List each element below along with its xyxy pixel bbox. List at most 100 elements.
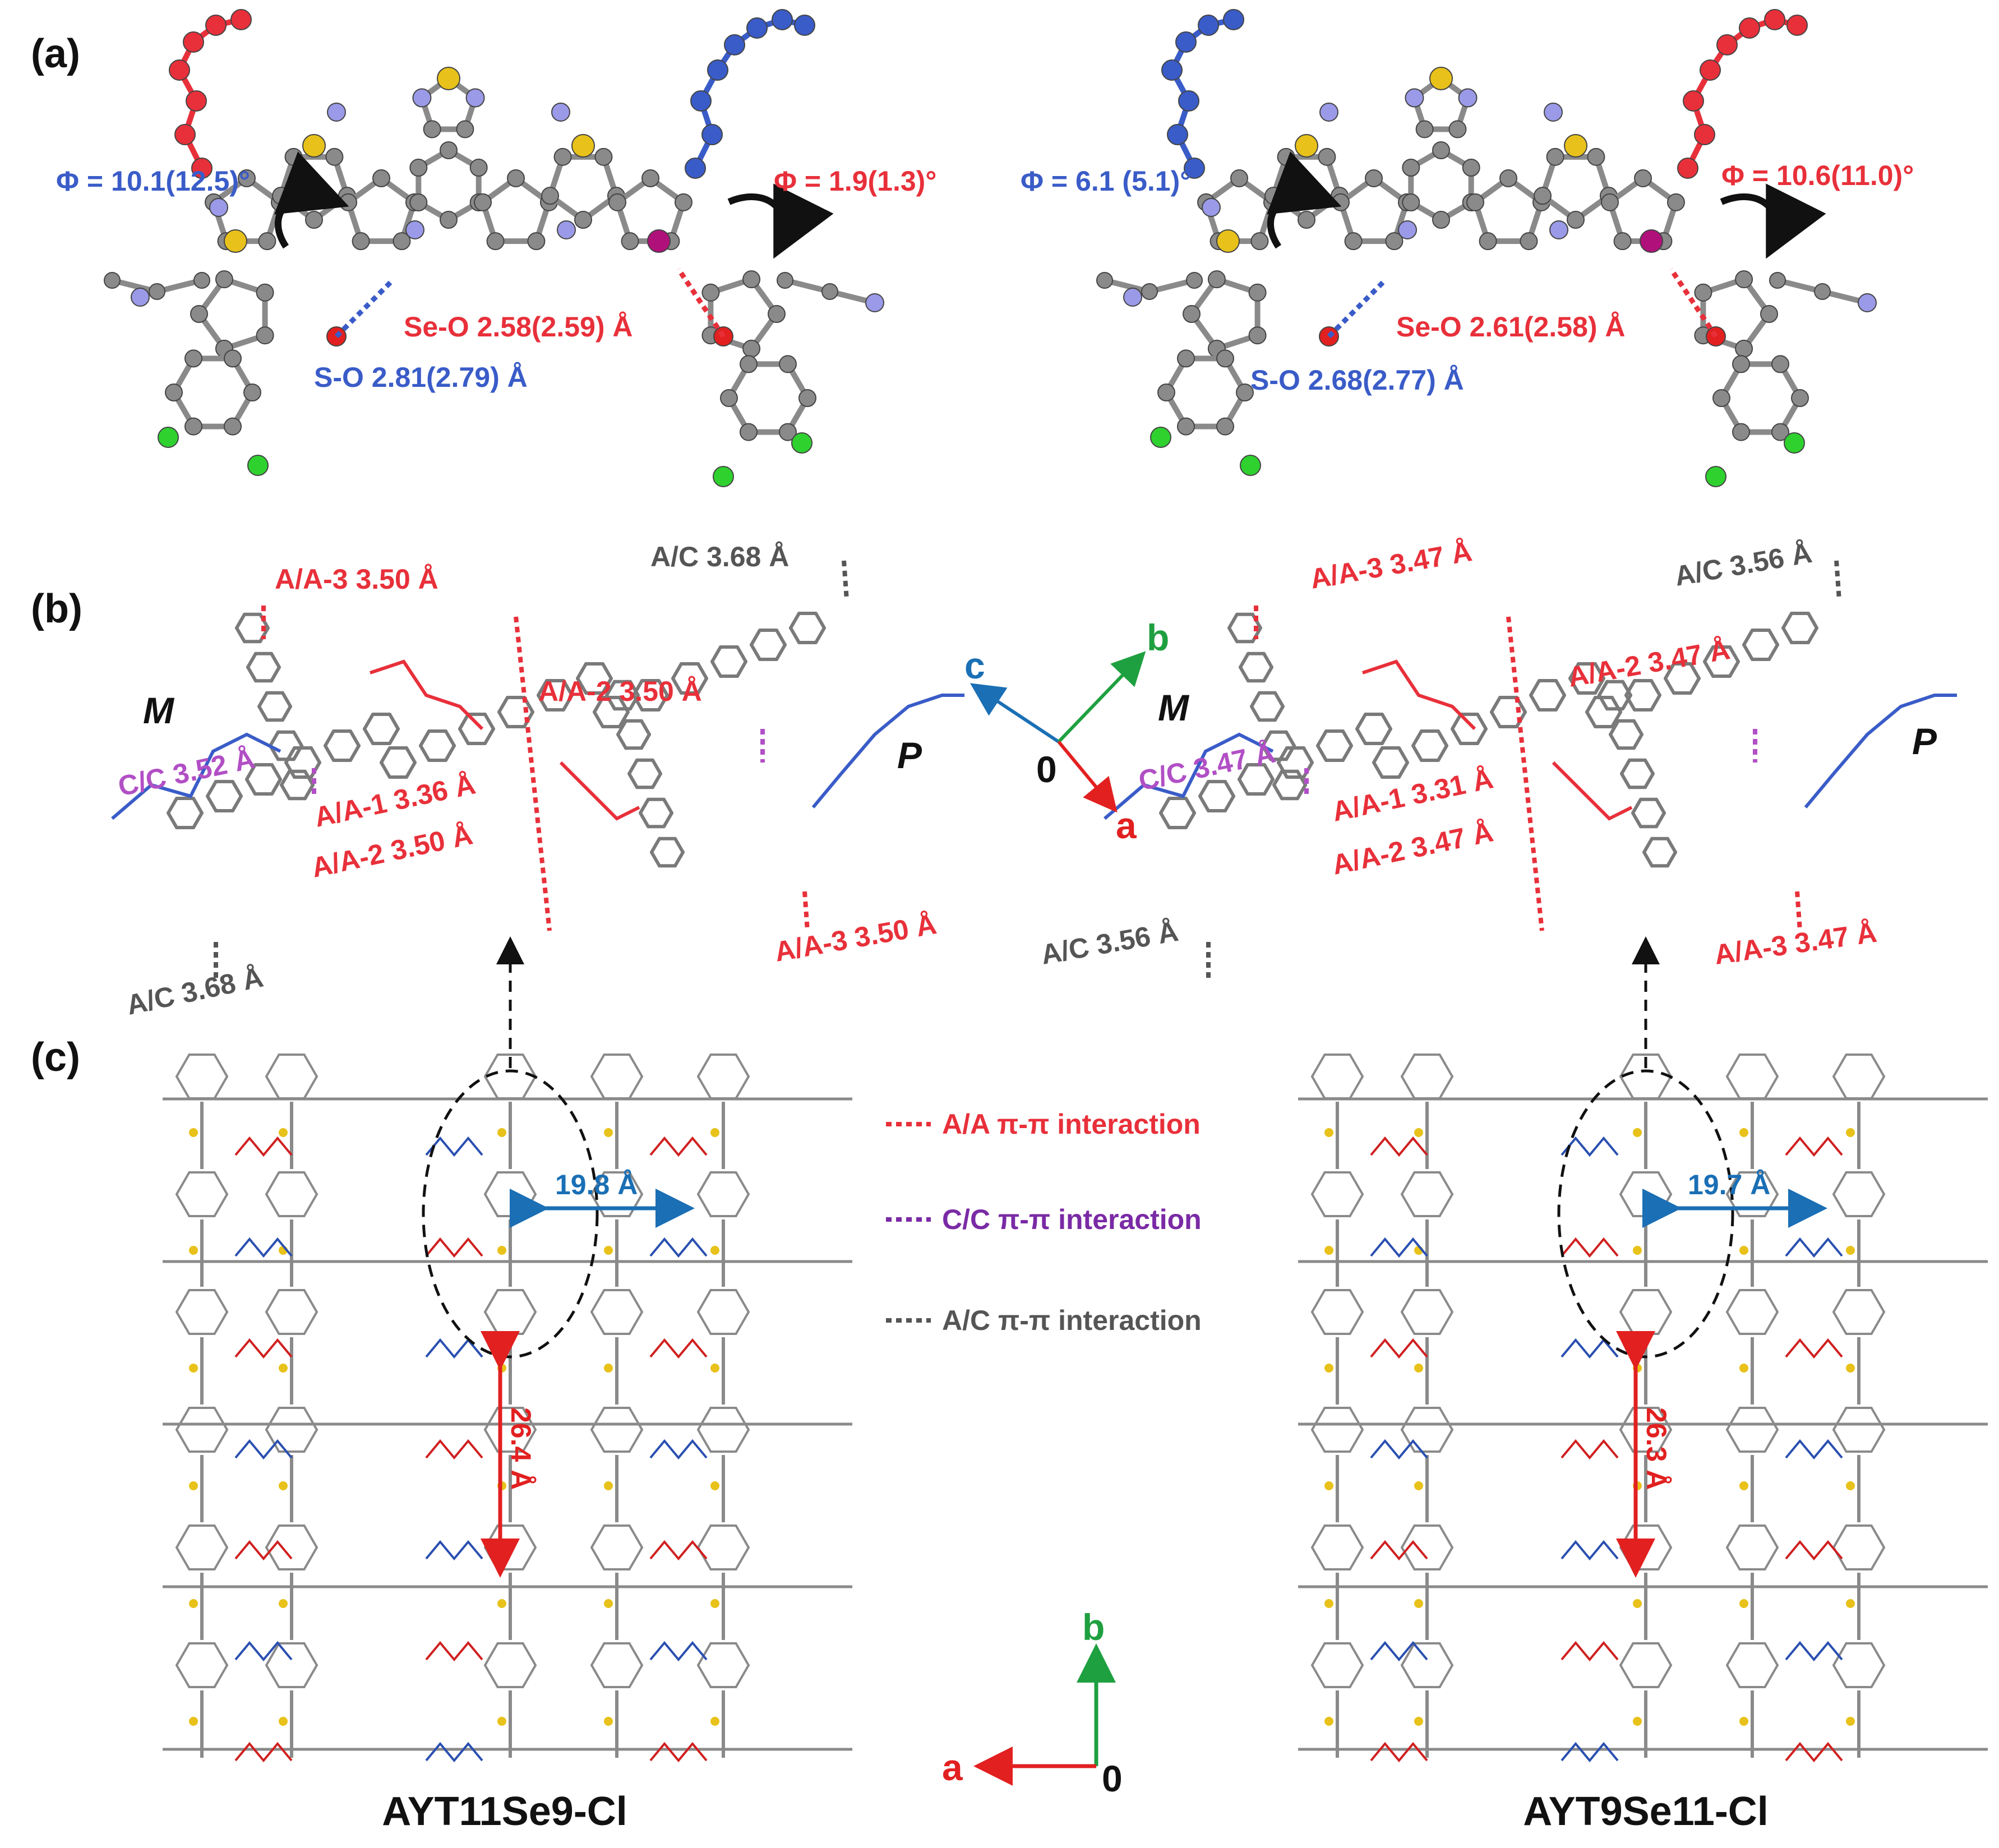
bond — [1273, 691, 1285, 708]
carbon-atom — [553, 147, 572, 166]
bond — [324, 729, 335, 747]
nitrogen-atom — [1123, 288, 1142, 307]
bond — [176, 1171, 191, 1195]
bond — [735, 1311, 750, 1335]
carbon-atom — [1183, 305, 1201, 323]
bond — [1598, 680, 1609, 697]
bond — [814, 612, 826, 630]
chain-atom — [772, 9, 793, 30]
bond — [1620, 758, 1631, 775]
chain-atom — [1814, 283, 1831, 300]
axis-triad-c: b a 0 — [942, 1606, 1123, 1799]
bond — [1349, 1311, 1364, 1335]
carbon-atom — [474, 193, 492, 211]
bond — [521, 1407, 537, 1431]
alkyl-chain — [1104, 732, 1274, 820]
sulfur-atom — [189, 1599, 198, 1608]
chain-atom — [1141, 283, 1158, 300]
sulfur-atom — [1564, 134, 1587, 158]
bond — [1832, 1171, 1848, 1195]
alkyl-chain — [1804, 694, 1957, 808]
bond — [1529, 694, 1541, 712]
s-o-contact — [1327, 278, 1387, 339]
carbon-atom — [1415, 120, 1434, 138]
bond — [628, 1524, 643, 1549]
carbon-atom — [372, 169, 390, 187]
bond — [1619, 1546, 1635, 1570]
carbon-atom — [1567, 211, 1585, 229]
bond — [1832, 1054, 1848, 1078]
sulfur-atom — [189, 1364, 198, 1373]
bond — [775, 629, 787, 646]
bond — [1401, 1524, 1416, 1549]
bond — [1438, 1289, 1453, 1313]
bond — [1767, 643, 1779, 661]
bond — [1657, 1311, 1672, 1335]
helix-m-label: M — [1158, 687, 1190, 728]
bond — [651, 772, 662, 789]
bond — [1381, 713, 1392, 731]
axis-origin-label: 0 — [1102, 1758, 1123, 1799]
alkyl-chain — [649, 1136, 708, 1157]
bond — [167, 797, 178, 815]
alkyl-chain — [649, 1641, 708, 1662]
bond — [1619, 1664, 1635, 1688]
bond — [673, 837, 685, 854]
axis-c-label: c — [964, 645, 985, 686]
bond — [735, 1524, 750, 1549]
bond — [1870, 1429, 1885, 1453]
bond — [167, 811, 178, 829]
bond — [1438, 1171, 1453, 1195]
bond — [629, 694, 640, 711]
alkyl-chain — [649, 1741, 708, 1763]
bond — [484, 1407, 499, 1431]
ac-top-label: A/C 3.68 Å — [650, 541, 789, 572]
chain-atom — [1167, 124, 1188, 145]
carbon-atom — [1694, 283, 1712, 302]
bond — [1263, 778, 1275, 796]
carbon-atom — [1216, 417, 1234, 436]
bond — [1251, 626, 1262, 644]
bond — [484, 1429, 499, 1453]
bond — [1381, 727, 1392, 745]
alkyl-chain — [1561, 1439, 1619, 1460]
bond — [657, 694, 669, 712]
carbon-atom — [1432, 211, 1450, 229]
bond — [590, 1642, 606, 1666]
carbon-atom — [1385, 232, 1404, 251]
bond — [213, 1407, 228, 1431]
carbon-atom — [1177, 349, 1195, 368]
bond — [1781, 626, 1793, 644]
bond — [1807, 626, 1818, 644]
chain-atom — [104, 272, 121, 289]
bond — [1643, 758, 1655, 775]
sulfur-atom — [1633, 1128, 1642, 1137]
carbon-atom — [1248, 326, 1267, 345]
rotation-arrow — [274, 151, 349, 249]
bond — [303, 769, 315, 787]
sulfur-atom — [279, 1599, 288, 1608]
bond — [265, 1429, 280, 1453]
bond — [265, 1054, 280, 1078]
bond — [1655, 811, 1666, 829]
bond — [1763, 1075, 1779, 1099]
bond — [1726, 1524, 1741, 1549]
bond — [484, 1054, 499, 1078]
phi-left-label: Φ = 6.1 (5.1)° — [1021, 165, 1191, 197]
bond — [1870, 1075, 1885, 1099]
bond — [213, 1075, 228, 1099]
alkyl-chain — [1561, 1136, 1619, 1157]
alkyl-chain — [1785, 1741, 1843, 1763]
bond — [605, 694, 616, 711]
bond — [735, 1407, 750, 1431]
bond — [640, 719, 651, 736]
bond — [576, 662, 588, 680]
bond — [1832, 1664, 1848, 1688]
sulfur-atom — [1324, 1717, 1333, 1726]
bond — [537, 694, 548, 712]
bond — [1411, 744, 1423, 762]
bond — [1438, 1054, 1453, 1078]
carbon-atom — [1587, 147, 1605, 166]
bond — [310, 746, 321, 764]
chain-atom — [1223, 9, 1244, 30]
